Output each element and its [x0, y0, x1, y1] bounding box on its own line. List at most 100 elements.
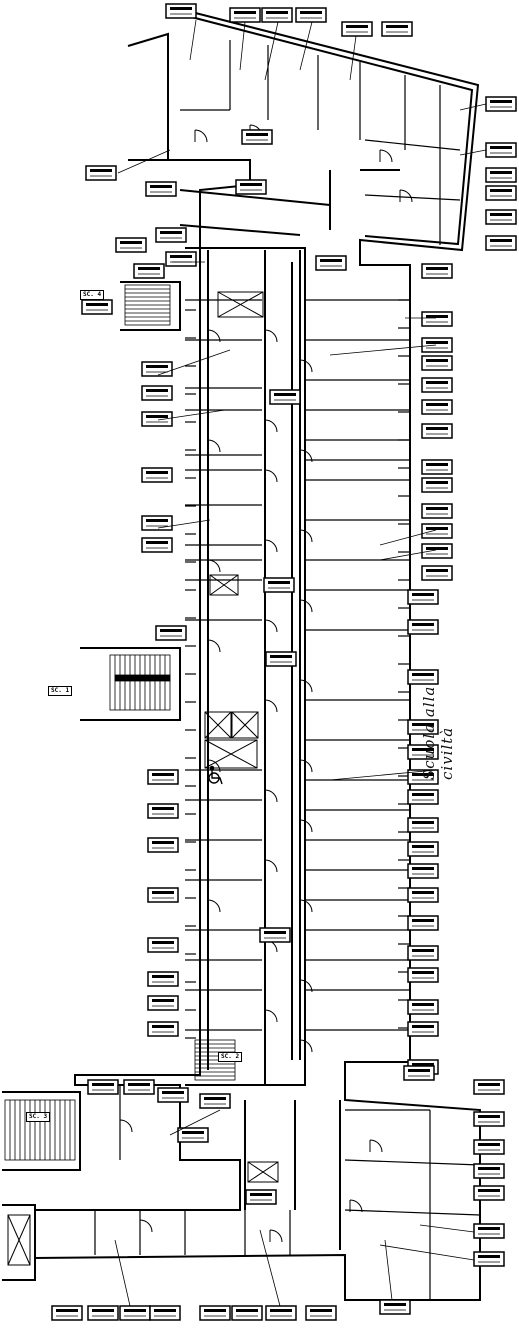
elevator-shaft-icon: [247, 1161, 279, 1183]
room-partition: [364, 194, 461, 201]
room-tag-mark: [138, 267, 160, 270]
room-tag: [147, 887, 179, 903]
door-swing: [119, 1119, 133, 1133]
room-tag-mark: [160, 231, 182, 234]
room-tag: [199, 1093, 231, 1109]
room-tag-mark: [426, 527, 448, 530]
stair-landing: [114, 674, 171, 682]
door-swing: [299, 979, 313, 993]
door-swing: [264, 699, 278, 713]
room-tag: [485, 209, 517, 225]
leader-line: [459, 149, 487, 156]
door-swing: [399, 189, 413, 203]
room-tag-mark: [412, 949, 434, 952]
room-tag: [165, 251, 197, 267]
room-tag-mark: [412, 623, 434, 626]
room-tag-mark: [152, 807, 174, 810]
room-tag: [485, 167, 517, 183]
stair-label-4: SC. 4: [80, 290, 105, 300]
room-tag: [473, 1163, 505, 1179]
room-tag: [229, 7, 261, 23]
elevator-shaft-icon: [209, 574, 239, 596]
room-tag-mark: [152, 773, 174, 776]
room-tag: [141, 515, 173, 531]
leader-line: [329, 344, 437, 356]
room-tag-mark: [412, 891, 434, 894]
room-tag-mark: [426, 463, 448, 466]
room-tag: [141, 385, 173, 401]
room-tag-mark: [412, 673, 434, 676]
room-tag-mark: [236, 1309, 258, 1312]
room-tag-mark: [384, 1303, 406, 1306]
room-tag: [147, 971, 179, 987]
room-partition: [344, 1159, 481, 1166]
room-tag-mark: [490, 146, 512, 149]
elevator-shaft-icon: [7, 1214, 31, 1266]
door-swing: [299, 759, 313, 773]
room-tag: [407, 817, 439, 833]
wall-segment: [120, 281, 181, 331]
room-tag-mark: [170, 255, 192, 258]
room-tag-mark: [478, 1227, 500, 1230]
leader-line: [384, 1239, 393, 1301]
room-tag: [421, 459, 453, 475]
room-tag-mark: [412, 971, 434, 974]
room-tag-mark: [268, 581, 290, 584]
room-tag: [265, 651, 297, 667]
room-tag-mark: [152, 891, 174, 894]
door-swing: [207, 899, 221, 913]
room-tag: [421, 523, 453, 539]
room-tag-mark: [490, 171, 512, 174]
room-tag-mark: [146, 365, 168, 368]
room-tag-mark: [152, 1025, 174, 1028]
stair-label-2: SC. 2: [218, 1052, 243, 1062]
room-tag: [407, 967, 439, 983]
elevator-shaft-icon: [231, 711, 259, 739]
room-tag: [341, 21, 373, 37]
room-tag: [231, 1305, 263, 1321]
room-tag: [155, 625, 187, 641]
room-partitions: [94, 40, 481, 1300]
door-swing: [299, 819, 313, 833]
door-swing: [264, 859, 278, 873]
room-tag: [473, 1139, 505, 1155]
door-swing: [264, 329, 278, 343]
room-tag-mark: [150, 185, 172, 188]
room-tag: [245, 1189, 277, 1205]
room-tag-mark: [386, 25, 408, 28]
door-swing: [299, 359, 313, 373]
door-swing: [264, 619, 278, 633]
elevator-shaft-icon: [217, 291, 264, 318]
room-tag-mark: [300, 11, 322, 14]
door-swing: [264, 789, 278, 803]
leader-line: [379, 1244, 475, 1261]
room-tag-mark: [412, 793, 434, 796]
door-swing: [379, 149, 393, 163]
room-tag: [305, 1305, 337, 1321]
door-swing: [139, 1219, 153, 1233]
elevator-shaft-icon: [209, 574, 239, 596]
room-tag-mark: [146, 389, 168, 392]
room-tag-mark: [90, 169, 112, 172]
room-tag-mark: [146, 471, 168, 474]
wheelchair-icon: [209, 765, 215, 771]
room-tag: [407, 1021, 439, 1037]
room-tag: [85, 165, 117, 181]
room-tag-mark: [426, 381, 448, 384]
door-swing: [207, 329, 221, 343]
door-swing: [299, 449, 313, 463]
room-tag: [485, 185, 517, 201]
room-tag-mark: [310, 1309, 332, 1312]
room-tag-mark: [234, 11, 256, 14]
stair-label-1: SC. 1: [48, 686, 73, 696]
door-swing: [264, 1009, 278, 1023]
room-tag: [147, 937, 179, 953]
room-tag: [421, 355, 453, 371]
room-tag-mark: [412, 821, 434, 824]
elevator-shaft-icon: [204, 739, 258, 769]
door-swing: [264, 419, 278, 433]
elevator-shaft-icon: [204, 711, 232, 739]
room-tag: [473, 1251, 505, 1267]
room-tag-mark: [152, 841, 174, 844]
